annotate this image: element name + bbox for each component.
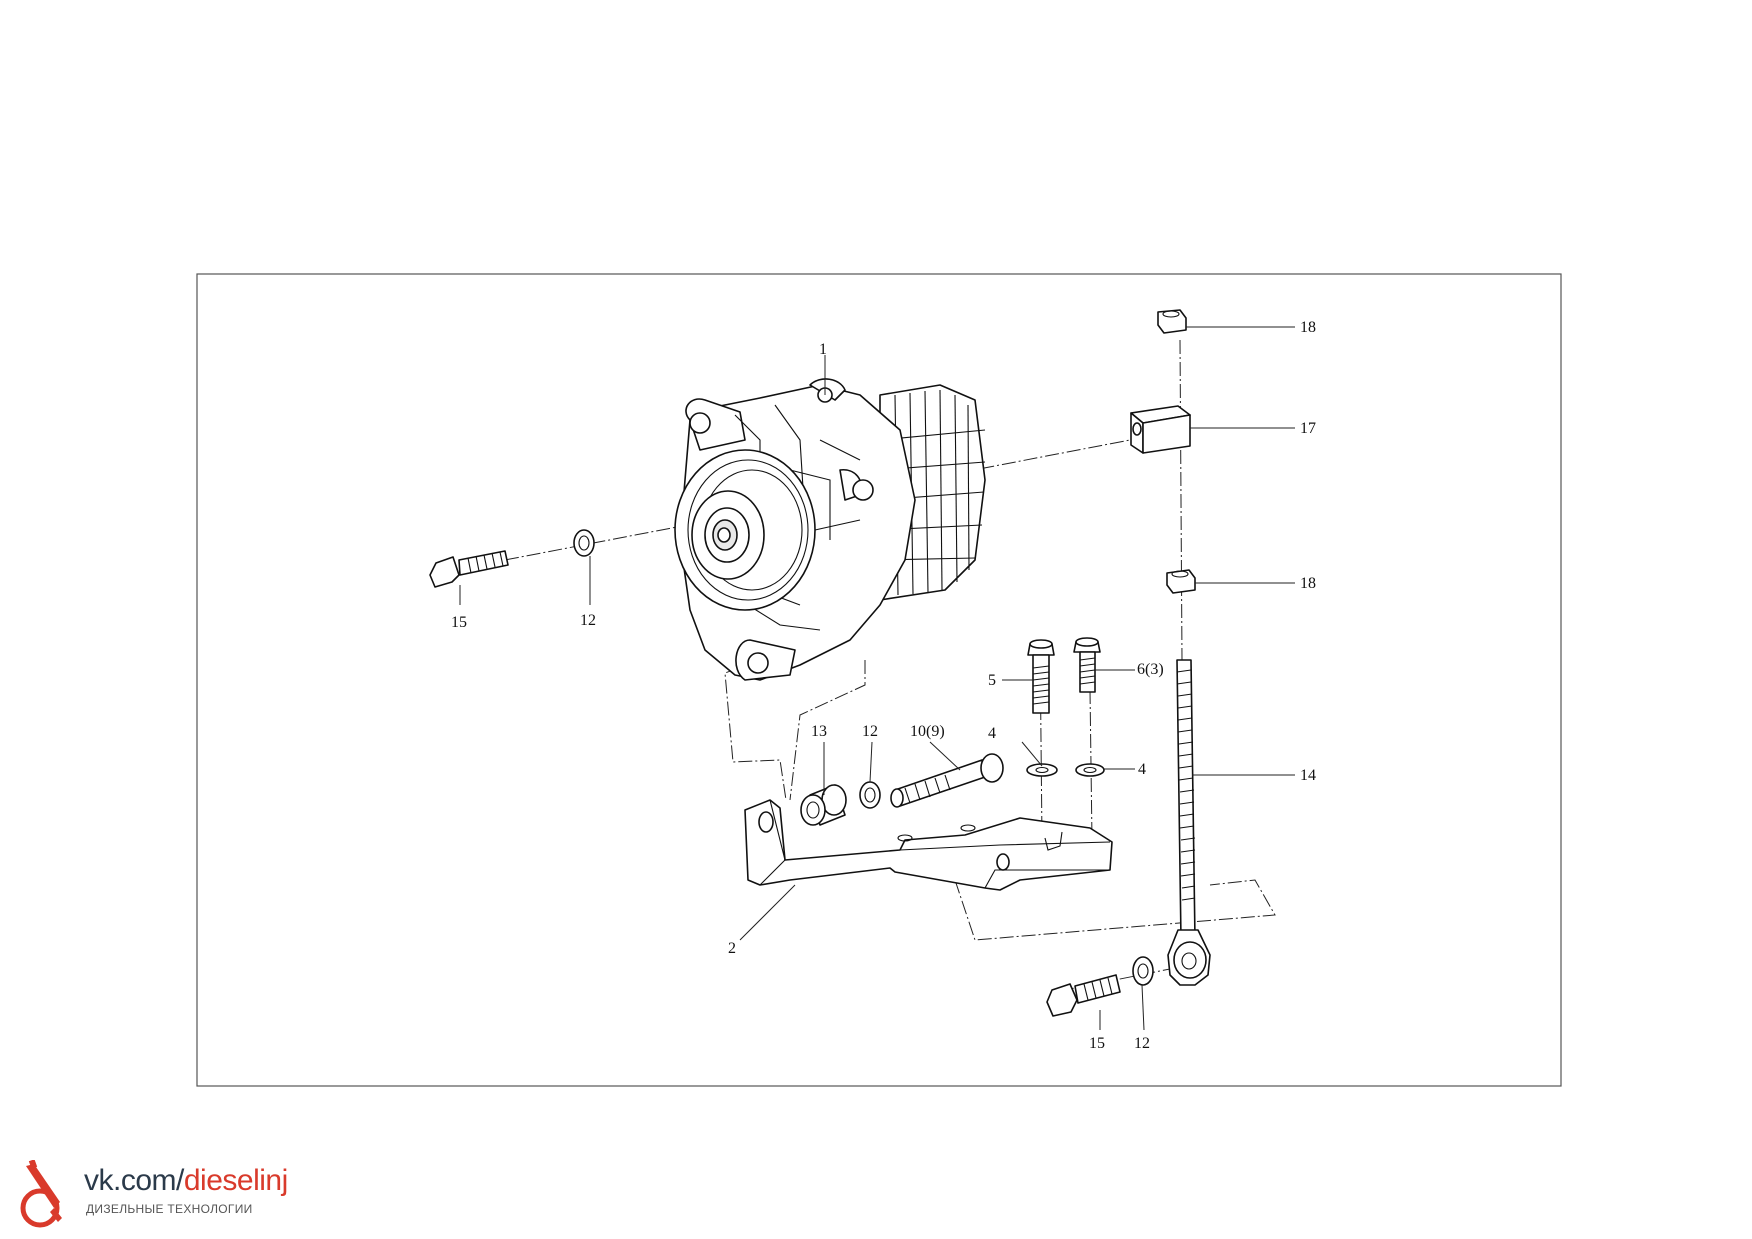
alternator (674, 378, 986, 681)
nut-18-top (1157, 309, 1187, 334)
callout-2: 2 (728, 940, 736, 957)
callout-4-right: 4 (1138, 761, 1146, 778)
callout-13: 13 (811, 723, 827, 740)
watermark-url-name: dieselinj (183, 1164, 288, 1197)
bolt-5 (1027, 639, 1055, 714)
callout-14: 14 (1300, 767, 1316, 784)
block-17 (1130, 405, 1191, 454)
diagram-frame (196, 273, 1562, 1087)
callout-15-left: 15 (451, 614, 467, 631)
callout-1: 1 (819, 341, 827, 358)
watermark-url-prefix: vk.com/ (84, 1164, 184, 1197)
washer-12-bottom (1132, 956, 1154, 986)
callout-18-bottom: 18 (1300, 575, 1316, 592)
callout-10: 10(9) (910, 723, 945, 740)
bolt-6 (1073, 637, 1101, 693)
injector-logo-icon (20, 1160, 62, 1228)
bolt-10 (890, 753, 1004, 808)
callout-15-bottom: 15 (1089, 1035, 1105, 1052)
bushing-13 (800, 784, 847, 826)
washer-4-right (1075, 763, 1105, 777)
callout-17: 17 (1300, 420, 1316, 437)
bolt-15-left (429, 550, 509, 588)
callout-6: 6(3) (1137, 661, 1164, 678)
leader-lines (459, 326, 1295, 1031)
washer-4-left (1026, 763, 1058, 777)
washer-12-left (573, 529, 595, 557)
callout-18-top: 18 (1300, 319, 1316, 336)
callout-12-left: 12 (580, 612, 596, 629)
callout-12-middle: 12 (862, 723, 878, 740)
washer-12-middle (859, 781, 881, 809)
callout-5: 5 (988, 672, 996, 689)
watermark: vk.com/dieselinj ДИЗЕЛЬНЫЕ ТЕХНОЛОГИИ (14, 1160, 314, 1230)
nut-18-bottom (1166, 569, 1196, 594)
bolt-15-bottom (1046, 974, 1121, 1017)
watermark-tagline: ДИЗЕЛЬНЫЕ ТЕХНОЛОГИИ (86, 1202, 253, 1216)
callout-4-left: 4 (988, 725, 996, 742)
watermark-url: vk.com/dieselinj (84, 1164, 288, 1198)
callout-12-bottom: 12 (1134, 1035, 1150, 1052)
mounting-bracket (744, 799, 1113, 891)
tension-rod-14 (1167, 659, 1211, 986)
